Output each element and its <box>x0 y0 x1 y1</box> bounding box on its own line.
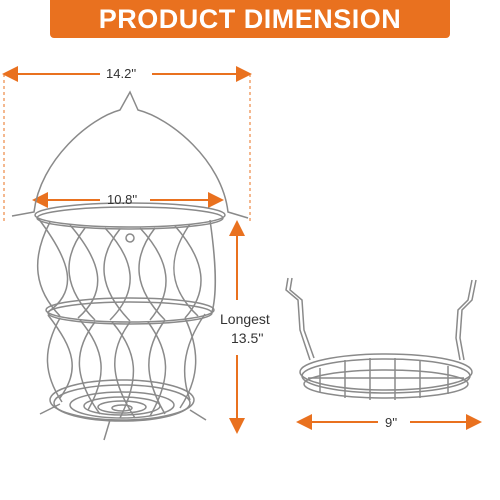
stand-drawing <box>285 277 477 400</box>
stand-diameter-label: 9'' <box>382 416 401 430</box>
basket-drawing <box>11 90 249 441</box>
height-label-line1: Longest <box>220 311 270 327</box>
overall-width-label: 14.2'' <box>103 67 140 81</box>
title-banner: PRODUCT DIMENSION <box>50 0 450 38</box>
height-label-line2: 13.5'' <box>231 330 264 346</box>
basket-diameter-label: 10.8'' <box>107 192 138 207</box>
banner-title: PRODUCT DIMENSION <box>98 3 402 34</box>
overall-width-dimension <box>2 66 252 222</box>
